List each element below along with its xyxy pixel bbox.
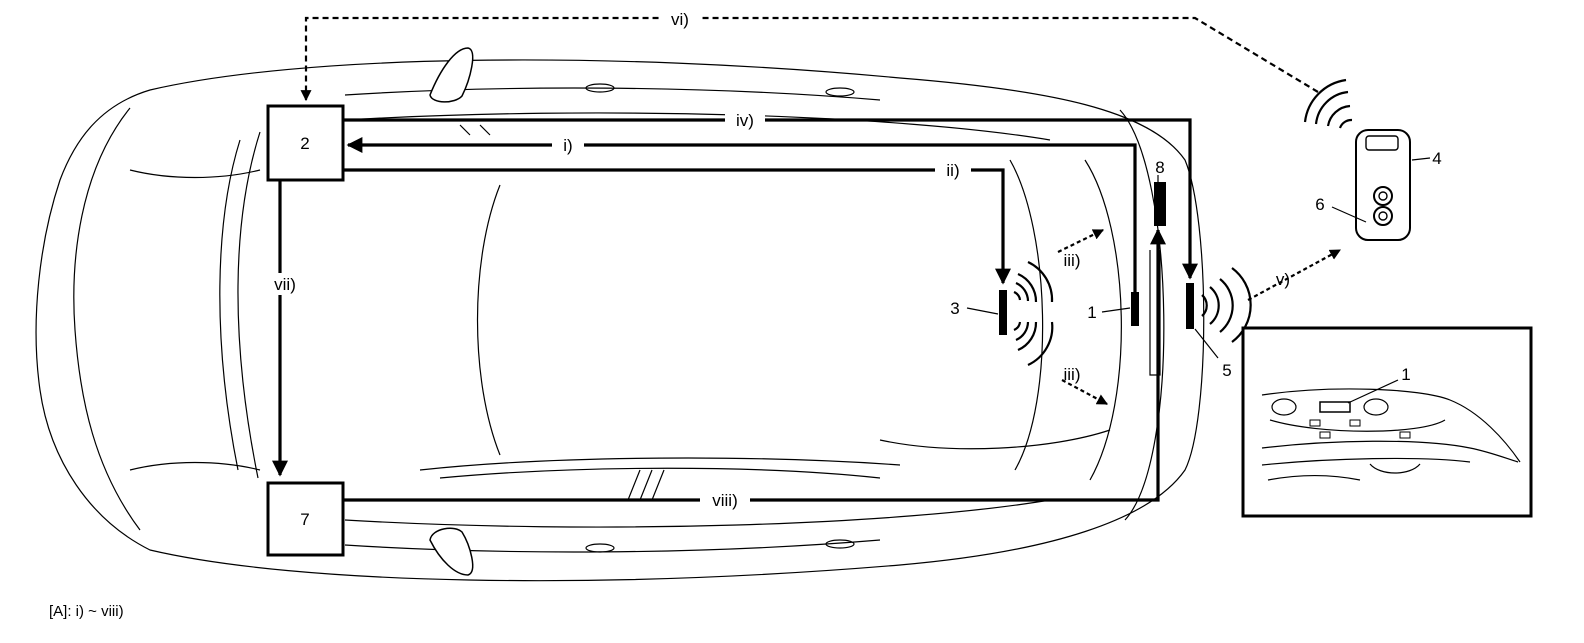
signal-iv-label: iv) (736, 111, 754, 130)
signal-v-line (1247, 249, 1341, 301)
caption: [A]: i) ~ viii) (49, 603, 124, 620)
car-outline (35, 47, 1205, 582)
signal-vii-label: vii) (274, 275, 296, 294)
antenna-3-waves-upper (1013, 261, 1054, 303)
signal-i-top-line (346, 137, 1137, 320)
signal-iii-upper-label: iii) (1064, 251, 1081, 270)
callout-1: 1 (1087, 303, 1096, 322)
callout-4: 4 (1432, 149, 1441, 168)
signal-vi-label: vi) (671, 10, 689, 29)
signal-iii-upper-line (1057, 229, 1104, 253)
mirror-bottom (429, 527, 474, 576)
callout-leaders (966, 157, 1431, 404)
key-fob (1303, 78, 1411, 241)
signal-iv-line (343, 118, 1198, 280)
unit-8 (1154, 182, 1166, 226)
signal-ii-label: ii) (946, 161, 959, 180)
mirror-top (429, 47, 474, 103)
unit-7-box: 7 (266, 481, 345, 557)
antenna-5-waves (1201, 267, 1252, 343)
unit-2-label: 2 (300, 134, 309, 153)
antenna-3 (999, 290, 1007, 335)
signal-v-label: v) (1276, 270, 1290, 289)
callout-5: 5 (1222, 361, 1231, 380)
callout-8: 8 (1155, 158, 1164, 177)
unit-7-label: 7 (300, 510, 309, 529)
callout-3: 3 (950, 299, 959, 318)
callout-6: 6 (1315, 195, 1324, 214)
antenna-5 (1186, 283, 1194, 329)
unit-2-box: 2 (266, 104, 345, 182)
signal-viii-line (343, 228, 1166, 502)
sensor-1 (1131, 292, 1139, 326)
signal-vi-line (300, 16, 1319, 102)
signal-ii-line (343, 168, 1011, 285)
signal-i-top-label: i) (563, 136, 572, 155)
signal-iii-lower-label: iii) (1064, 365, 1081, 384)
inset-box (1241, 326, 1533, 518)
callout-1-inset: 1 (1401, 365, 1410, 384)
signal-iii-lower-line (1061, 379, 1108, 405)
antenna-3-waves-lower (1013, 321, 1054, 366)
signal-viii-label: viii) (712, 491, 738, 510)
